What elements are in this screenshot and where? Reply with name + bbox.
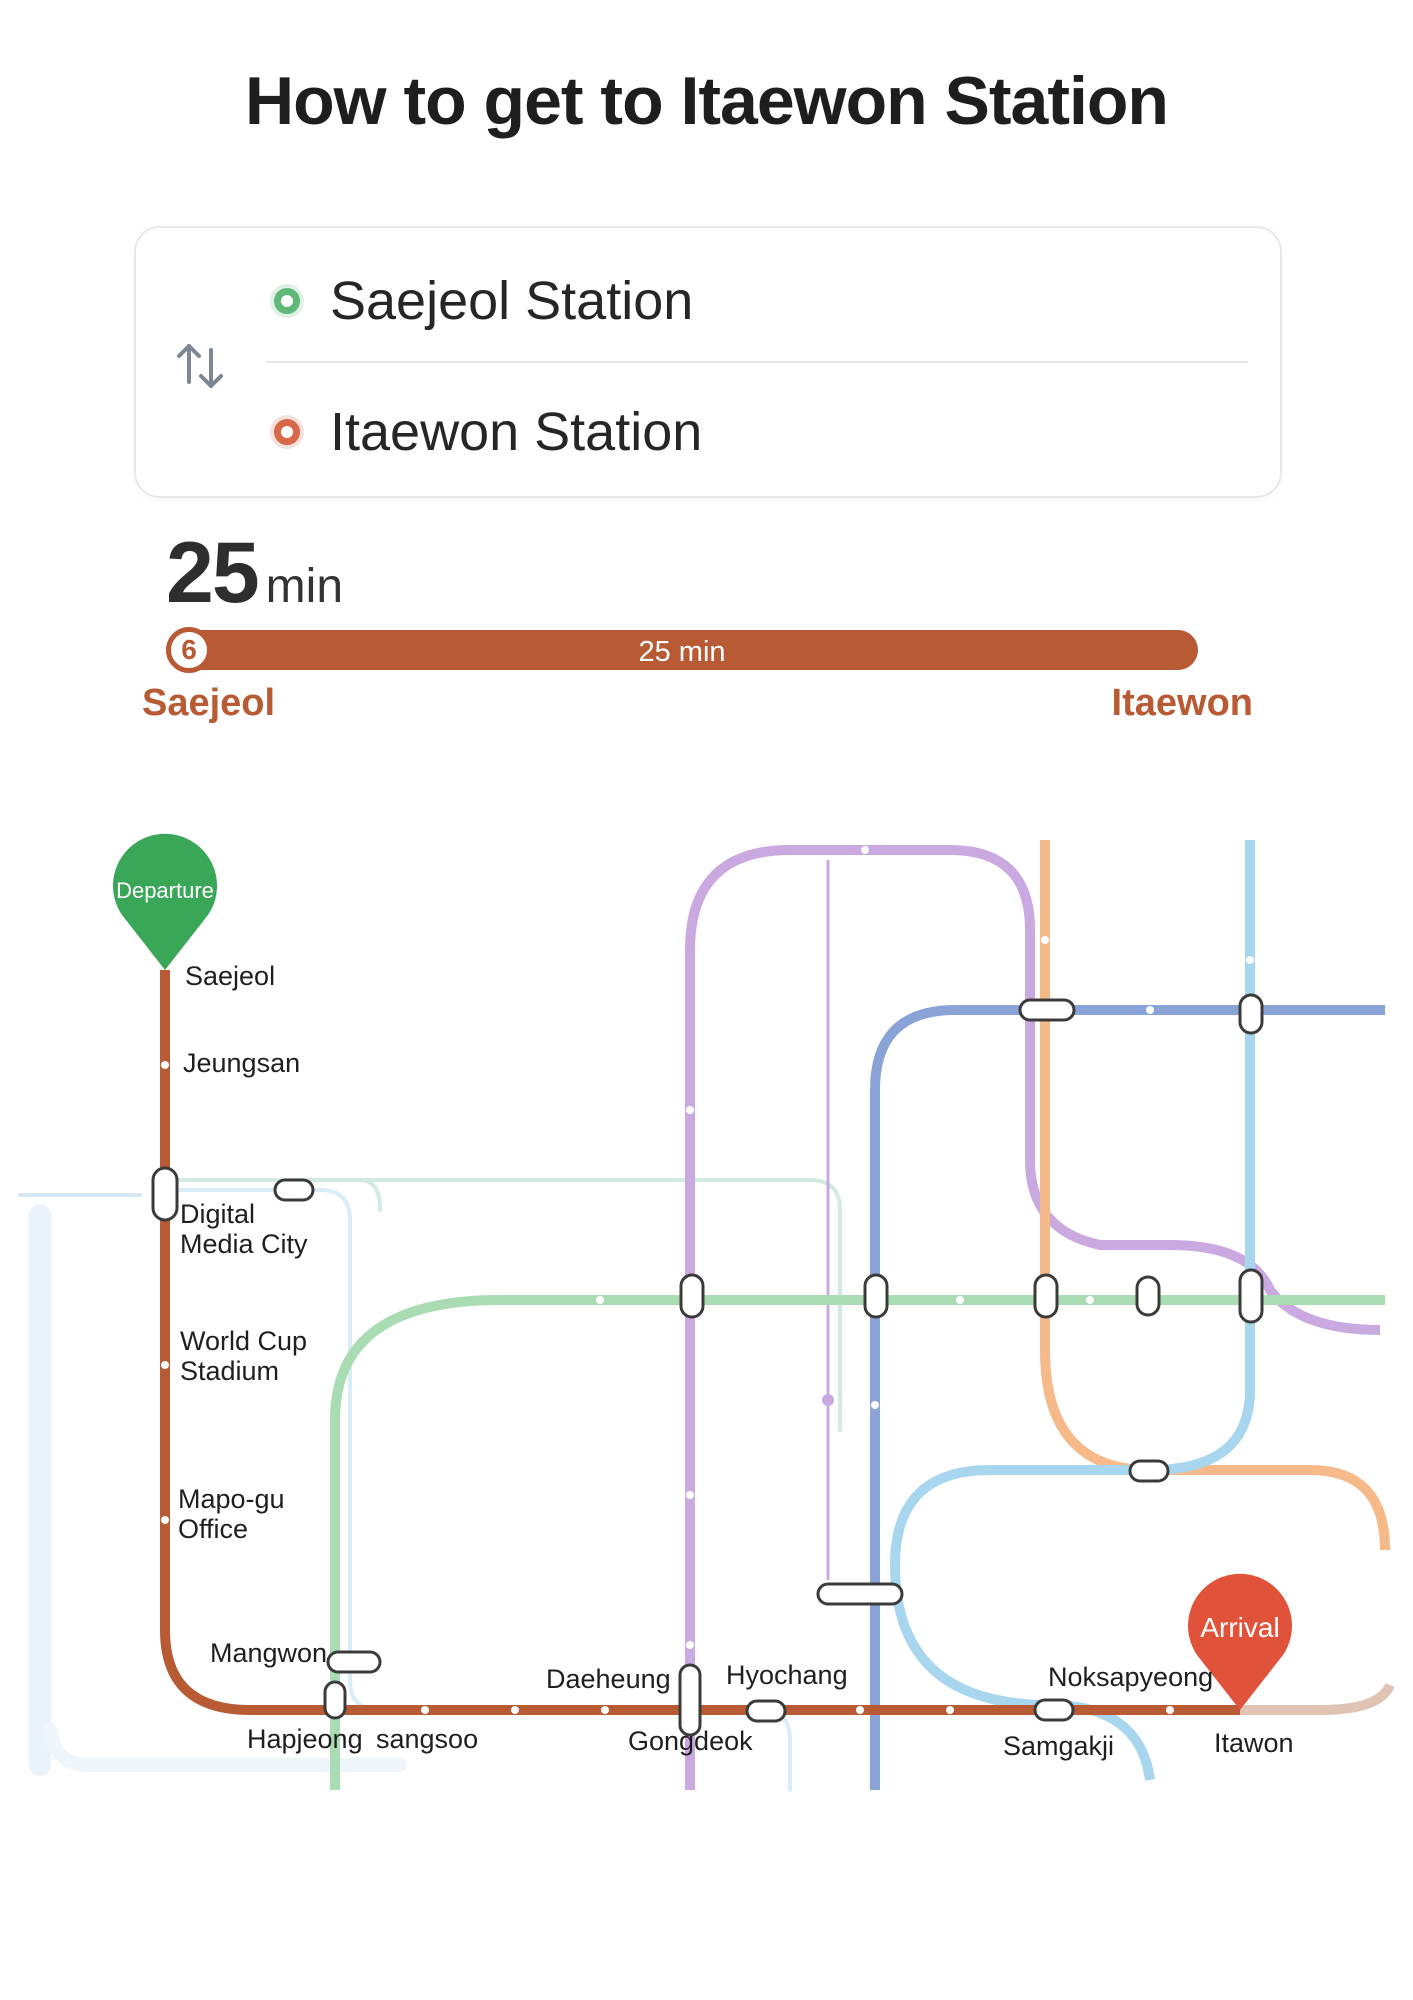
station-label-gongdeok: Gongdeok (628, 1726, 753, 1756)
trip-duration: 25 min (166, 524, 343, 623)
station-label-worldcup-2: Stadium (180, 1356, 279, 1386)
purple-line (685, 845, 1381, 1790)
subway-map[interactable]: Departure Arrival Saejeol Jeungsan Digit… (0, 830, 1413, 1810)
station-label-hyochang: Hyochang (726, 1660, 848, 1690)
page-title: How to get to Itaewon Station (245, 63, 1169, 139)
station-label-dmc-2: Media City (180, 1229, 308, 1259)
origin-station-text: Saejeol Station (330, 271, 694, 331)
station-labels: Saejeol Jeungsan Digital Media City Worl… (178, 961, 1294, 1761)
origin-marker-icon (274, 288, 300, 314)
duration-value: 25 (166, 525, 260, 621)
start-station-label: Saejeol (142, 682, 276, 724)
station-label-jeungsan: Jeungsan (183, 1048, 300, 1078)
station-label-samgakji: Samgakji (1003, 1731, 1114, 1761)
swap-arrows-icon[interactable] (174, 338, 226, 394)
station-label-hapjeong: Hapjeong (247, 1724, 363, 1754)
station-label-daeheung: Daeheung (546, 1664, 671, 1694)
route-progress-bar (166, 630, 1198, 670)
segment-duration-label: 25 min (638, 636, 726, 668)
station-label-worldcup-1: World Cup (180, 1326, 307, 1356)
station-label-mapo-2: Office (178, 1514, 248, 1544)
blue-violet-line (870, 1005, 1385, 1790)
arrival-pin-label: Arrival (1200, 1612, 1279, 1643)
route-progress-fill (166, 630, 1198, 670)
transfer-digital-media-city (151, 1166, 179, 1222)
station-label-mangwon: Mangwon (210, 1638, 327, 1668)
card-divider (266, 361, 1248, 363)
origin-field[interactable]: Saejeol Station (274, 266, 693, 336)
background-lines (18, 1178, 842, 1792)
transfer-stations (151, 993, 1264, 1737)
route-line-6 (160, 970, 1395, 1715)
orange-line (1040, 840, 1390, 1551)
station-label-mapo-1: Mapo-gu (178, 1484, 285, 1514)
station-label-noksapyeong: Noksapyeong (1048, 1662, 1213, 1692)
end-station-label: Itaewon (1111, 682, 1253, 724)
destination-station-text: Itaewon Station (330, 402, 703, 462)
departure-pin-label: Departure (116, 878, 214, 903)
duration-unit: min (265, 560, 344, 613)
route-card: Saejeol Station Itaewon Station (134, 226, 1282, 498)
departure-pin-icon[interactable]: Departure (113, 833, 218, 970)
station-label-dmc-1: Digital (180, 1199, 255, 1229)
station-label-saejeol: Saejeol (185, 961, 275, 991)
station-label-sangsoo: sangsoo (376, 1724, 478, 1754)
arrival-pin-icon[interactable]: Arrival (1188, 1573, 1292, 1710)
destination-marker-icon (274, 419, 300, 445)
station-label-itawon: Itawon (1214, 1728, 1294, 1758)
station-dots (161, 846, 1334, 1714)
line-number-badge: 6 (166, 627, 212, 673)
green-line (330, 1295, 1385, 1790)
destination-field[interactable]: Itaewon Station (274, 397, 702, 467)
